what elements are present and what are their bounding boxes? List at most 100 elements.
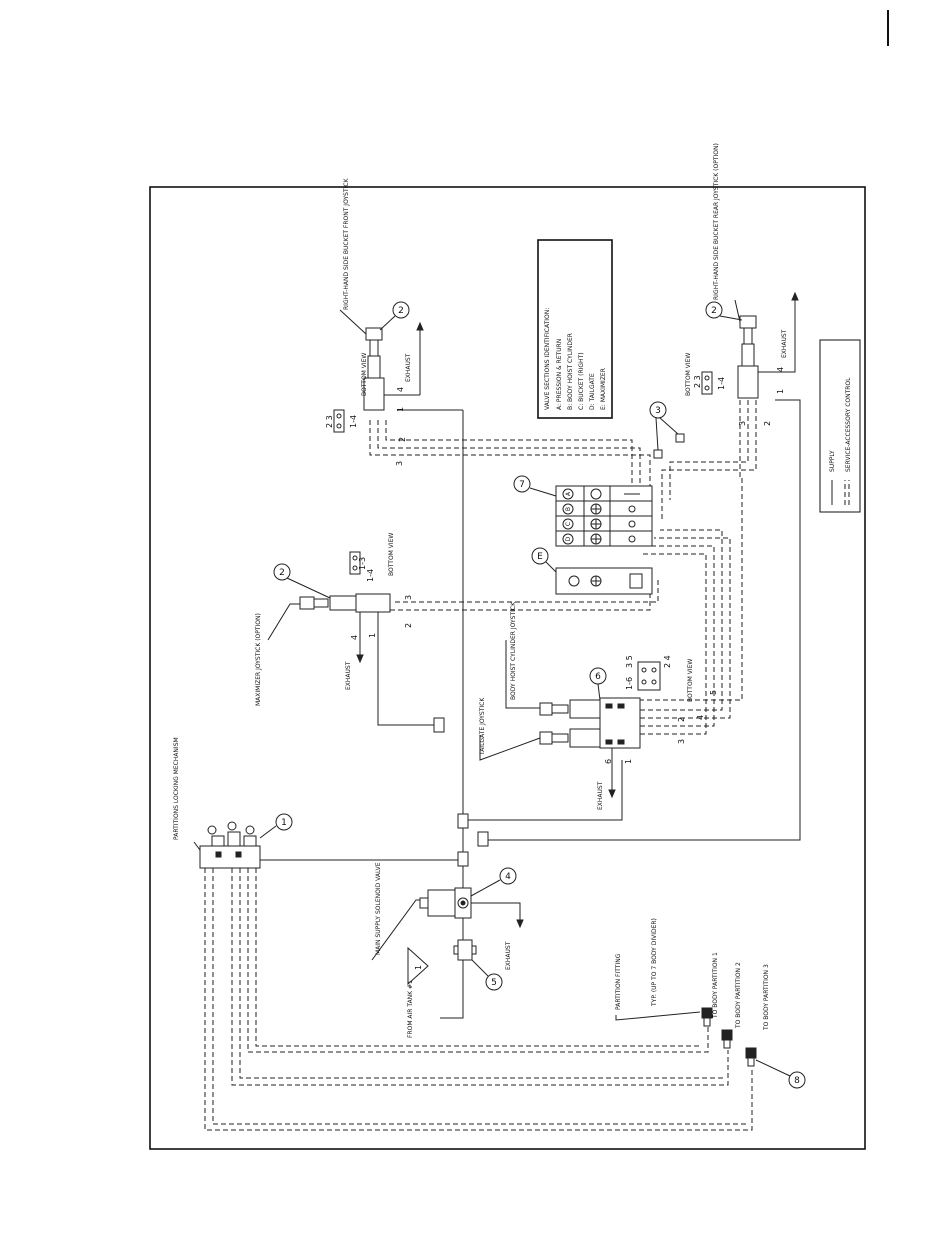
callout-6: 6: [589, 667, 607, 685]
svg-text:1: 1: [414, 965, 423, 970]
tee-fitting-1: [457, 851, 469, 867]
rear-bottom-view: [701, 371, 713, 395]
svg-text:2 3: 2 3: [693, 375, 702, 388]
svg-text:5: 5: [491, 978, 497, 988]
to-body-partition-2: TO BODY PARTITION 2: [735, 962, 742, 1029]
tee-fitting-2: [457, 813, 469, 829]
valve-letter: A: [565, 491, 572, 496]
valve-legend-item: C: BUCKET (RIGHT): [578, 352, 585, 410]
front-joystick: [363, 327, 385, 411]
svg-text:4: 4: [350, 635, 359, 640]
svg-text:E: E: [537, 552, 543, 562]
supply-lines: [258, 380, 801, 1019]
rear-joystick: [737, 315, 759, 399]
svg-text:1: 1: [396, 407, 405, 412]
valve-legend-item: D: TAILGATE: [589, 373, 596, 410]
callout-3: 3: [649, 401, 667, 419]
from-air-tank-label: FROM AIR TANK #1: [407, 980, 414, 1038]
front-joystick-label: RIGHT-HAND SIDE BUCKET FRONT JOYSTICK: [343, 177, 350, 310]
svg-text:3: 3: [655, 406, 661, 416]
svg-text:3 5: 3 5: [625, 655, 634, 668]
bottom-view-label-hoist: BOTTOM VIEW: [687, 659, 694, 702]
warning-triangle: 1: [407, 946, 429, 986]
fitting-3b: [653, 449, 663, 459]
exhaust-label-maximizer: EXHAUST: [345, 661, 352, 690]
legend-service-control: SERVICE-ACCESSORY CONTROL: [845, 377, 852, 472]
valve-legend-items: A: PRESSION & RETURN B: BODY HOIST CYLIND…: [556, 333, 607, 410]
maximizer-joystick: [299, 593, 391, 613]
valve-legend-title: VALVE SECTIONS IDENTIFICATION:: [544, 308, 551, 410]
legend-supply: SUPPLY: [829, 450, 836, 472]
svg-text:2: 2: [677, 717, 686, 722]
callout-e: E: [531, 547, 549, 565]
bottom-view-label-maximizer: BOTTOM VIEW: [388, 533, 395, 576]
svg-text:2: 2: [279, 568, 285, 578]
svg-text:4: 4: [505, 872, 511, 882]
tailgate-body-hoist-joysticks: [539, 697, 641, 749]
fitting-3a: [675, 433, 685, 443]
hoist-bottom-view: [637, 661, 661, 691]
valve-letter: D: [565, 536, 572, 541]
front-bottom-view: [333, 409, 345, 433]
svg-text:1: 1: [624, 759, 633, 764]
svg-text:4: 4: [696, 715, 705, 720]
svg-text:2: 2: [763, 421, 772, 426]
svg-text:2: 2: [398, 306, 404, 316]
callout-2-rear: 2: [705, 301, 723, 319]
valve-bank-symbols: [590, 488, 640, 545]
svg-text:3: 3: [395, 461, 404, 466]
valve-legend-item: A: PRESSION & RETURN: [556, 339, 563, 410]
svg-text:2: 2: [711, 306, 717, 316]
svg-text:6: 6: [595, 672, 601, 682]
svg-text:3: 3: [738, 421, 747, 426]
typ-body-divider-label: TYP. (UP TO 7 BODY DIVIDER): [651, 918, 658, 1007]
exhaust-label-rear: EXHAUST: [781, 329, 788, 358]
bottom-view-label-rear: BOTTOM VIEW: [685, 353, 692, 396]
tailgate-label: TAILGATE JOYSTICK: [479, 697, 486, 756]
pressure-switch: [453, 939, 477, 961]
valve-letter-circle: [562, 488, 574, 500]
main-supply-solenoid: [419, 887, 472, 919]
bottom-view-label-front: BOTTOM VIEW: [361, 353, 368, 396]
drawing-border: [149, 186, 866, 1150]
partitions-locking-label: PARTITIONS LOCKING MECHANISM: [173, 737, 180, 840]
valve-letter-circle: [562, 533, 574, 545]
svg-text:4: 4: [396, 387, 405, 392]
svg-text:1: 1: [368, 633, 377, 638]
callout-2-front: 2: [392, 301, 410, 319]
valve-section-e: [555, 567, 653, 595]
svg-text:2: 2: [398, 437, 407, 442]
valve-letter: C: [565, 522, 572, 526]
exhaust-label-solenoid: EXHAUST: [505, 941, 512, 970]
callout-5: 5: [485, 973, 503, 991]
line-legend-box: [819, 339, 861, 513]
valve-letter: B: [565, 507, 572, 511]
callout-7: 7: [513, 475, 531, 493]
svg-text:1-6: 1-6: [625, 677, 634, 690]
callout-4: 4: [499, 867, 517, 885]
callout-8: 8: [788, 1071, 806, 1089]
svg-text:3: 3: [404, 595, 413, 600]
main-supply-label: MAIN SUPPLY SOLENOID VALVE: [375, 862, 382, 955]
maximizer-bottom-view: [349, 551, 361, 575]
callout-2-maximizer: 2: [273, 563, 291, 581]
svg-text:7: 7: [519, 480, 525, 490]
valve-letters: A B C D: [562, 488, 574, 545]
svg-text:1: 1: [281, 818, 287, 828]
body-hoist-label: BODY HOIST CYLINDER JOYSTICK: [510, 601, 517, 700]
partition-fitting-label: PARTITION FITTING: [615, 953, 622, 1010]
partitions-locking-mechanism: [199, 821, 261, 869]
valve-legend-item: E: MAXIMIZER: [600, 368, 607, 410]
control-lines: [204, 400, 757, 1131]
svg-text:2 4: 2 4: [663, 655, 672, 668]
valve-legend-item: B: BODY HOIST CYLINDER: [567, 333, 574, 410]
svg-text:1-4: 1-4: [349, 415, 358, 428]
valve-letter-circle: [562, 518, 574, 530]
svg-text:5: 5: [709, 690, 718, 695]
exhaust-label-front: EXHAUST: [405, 353, 412, 382]
exhaust-label-hoist: EXHAUST: [597, 781, 604, 810]
to-body-partition-1: TO BODY PARTITION 1: [712, 952, 719, 1019]
svg-text:1-4: 1-4: [717, 377, 726, 390]
svg-text:3: 3: [677, 739, 686, 744]
